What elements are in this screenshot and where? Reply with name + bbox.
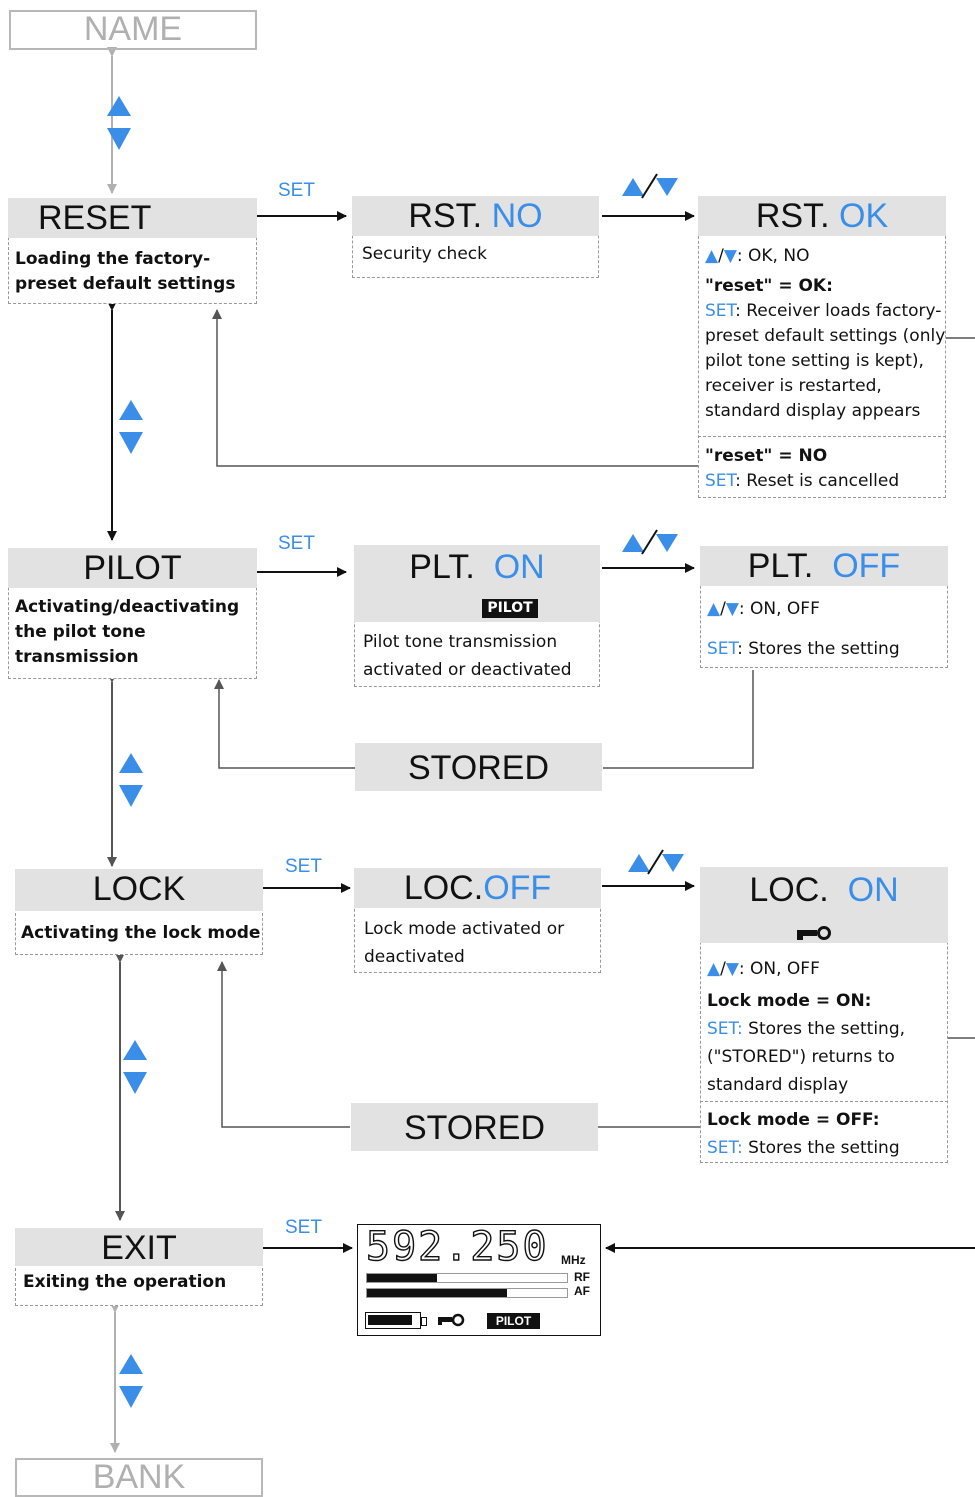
af-meter xyxy=(366,1288,568,1298)
frequency-readout: 592.250 xyxy=(365,1224,549,1270)
standard-display: 592.250 MHz RF AF PILOT xyxy=(357,1224,601,1336)
updown-icons xyxy=(107,96,147,1408)
reset-title[interactable]: RESET xyxy=(8,198,257,238)
down-triangle-icon xyxy=(119,1386,143,1408)
nav-bank-label: BANK xyxy=(92,1458,186,1496)
pilot-stored-label: STORED xyxy=(355,743,602,791)
battery-tip xyxy=(421,1317,427,1326)
mhz-unit: MHz xyxy=(561,1253,586,1267)
pilot-badge-icon: PILOT xyxy=(487,1313,540,1329)
up-triangle-icon xyxy=(119,753,143,773)
set-label: SET xyxy=(278,533,315,554)
loc-off-title: LOC.OFF xyxy=(354,868,601,908)
lock-desc: Activating the lock mode xyxy=(21,923,261,943)
set-label: SET xyxy=(285,856,322,877)
updown-slash-icons xyxy=(622,173,684,875)
plt-off-desc: ▲/▼: ON, OFF SET: Stores the setting xyxy=(707,599,900,659)
set-label: SET xyxy=(278,180,315,201)
nav-name-box: NAME xyxy=(9,10,257,50)
pilot-badge-icon: PILOT xyxy=(482,599,538,618)
rst-ok-box xyxy=(698,196,946,498)
line-stored-pilot xyxy=(214,679,355,769)
lock-title[interactable]: LOCK xyxy=(15,869,263,911)
key-icon xyxy=(438,1313,465,1327)
af-label: AF xyxy=(574,1284,590,1298)
return-line-reset xyxy=(212,309,700,467)
nav-bank-box: BANK xyxy=(15,1458,263,1497)
nav-name-label: NAME xyxy=(83,10,183,48)
up-triangle-icon xyxy=(107,96,131,116)
loc-on-desc: ▲/▼: ON, OFF Lock mode = ON: SET: Stores… xyxy=(707,959,906,1095)
set-label: SET xyxy=(285,1217,322,1238)
lock-stored-label: STORED xyxy=(351,1103,598,1151)
rst-ok-cancel: "reset" = NO SET: Reset is cancelled xyxy=(705,446,900,491)
down-triangle-icon xyxy=(123,1072,147,1094)
down-triangle-icon xyxy=(107,128,131,150)
rst-no-title: RST. NO xyxy=(352,196,599,236)
rst-ok-separator xyxy=(698,436,946,437)
reset-desc: Loading the factory-preset default setti… xyxy=(15,249,236,294)
down-triangle-icon xyxy=(119,785,143,807)
battery-icon xyxy=(365,1312,421,1329)
line-plt-stored xyxy=(603,670,754,769)
rf-label: RF xyxy=(574,1270,590,1284)
plt-on-title: PLT. ON xyxy=(354,545,600,622)
loc-on-separator xyxy=(700,1101,948,1102)
up-triangle-icon xyxy=(119,400,143,420)
rst-ok-title: RST. OK xyxy=(698,196,946,236)
rf-meter xyxy=(366,1273,568,1283)
line-stored-lock xyxy=(217,961,350,1128)
loc-on-title: LOC. ON xyxy=(700,867,948,943)
down-triangle-icon xyxy=(119,432,143,454)
rst-no-desc: Security check xyxy=(362,244,487,264)
exit-desc: Exiting the operation xyxy=(23,1272,227,1292)
plt-off-title: PLT. OFF xyxy=(700,546,948,586)
rst-ok-desc: ▲/▼: OK, NO "reset" = OK: SET: Receiver … xyxy=(705,246,946,421)
pilot-title[interactable]: PILOT xyxy=(8,548,257,588)
up-triangle-icon xyxy=(123,1040,147,1060)
exit-title[interactable]: EXIT xyxy=(15,1228,263,1267)
loc-on-off: Lock mode = OFF: SET: Stores the setting xyxy=(707,1110,900,1158)
up-triangle-icon xyxy=(119,1354,143,1374)
